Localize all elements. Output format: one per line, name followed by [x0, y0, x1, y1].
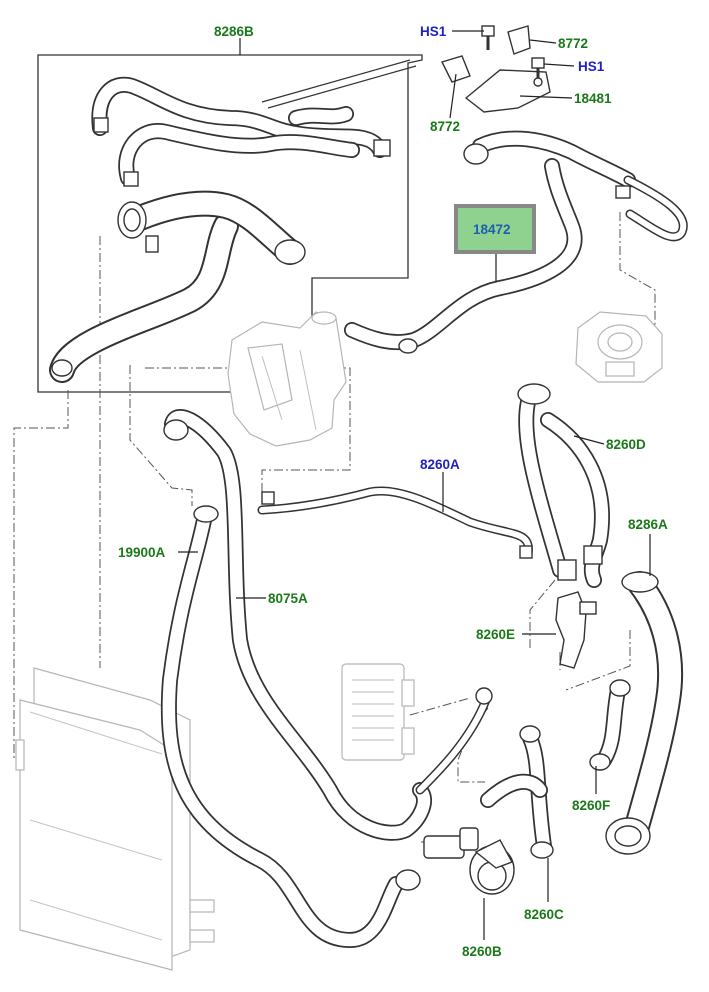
pipe-8260A[interactable]	[257, 486, 533, 559]
label-19900A[interactable]: 19900A	[118, 545, 166, 560]
hose-8260C[interactable]	[480, 725, 554, 859]
routing-dash-lines	[13, 212, 656, 843]
hose-group-frame	[37, 54, 423, 393]
thermostat-housing-ghost	[575, 311, 663, 383]
label-8260A[interactable]: 8260A	[420, 457, 460, 472]
bolt-hs1-right[interactable]	[531, 57, 545, 78]
hose-19900A[interactable]	[160, 505, 421, 948]
label-8772-left[interactable]: 8772	[430, 119, 460, 134]
label-8286B[interactable]: 8286B	[214, 24, 254, 39]
label-8260C[interactable]: 8260C	[524, 907, 564, 922]
leader-lines	[178, 30, 651, 940]
expansion-tank-ghost	[227, 311, 347, 447]
hose-8286A[interactable]	[605, 571, 684, 855]
radiator-ghost	[15, 667, 215, 971]
bracket-18481[interactable]	[464, 69, 551, 113]
label-8260F[interactable]: 8260F	[572, 798, 610, 813]
label-8772-top[interactable]: 8772	[558, 36, 588, 51]
hose-8075A[interactable]	[163, 409, 493, 841]
hose-8260F[interactable]	[589, 679, 631, 771]
connector-8260E[interactable]	[555, 591, 597, 669]
label-8260E[interactable]: 8260E	[476, 627, 515, 642]
valve-8260B[interactable]	[423, 827, 515, 895]
label-hs1-top[interactable]: HS1	[420, 24, 447, 39]
hose-8286B-assembly[interactable]	[49, 59, 417, 383]
label-18481[interactable]: 18481	[574, 91, 612, 106]
label-8075A[interactable]: 8075A	[268, 591, 308, 606]
label-18472[interactable]: 18472	[473, 222, 511, 237]
hose-18472[interactable]	[344, 130, 688, 354]
part-labels: 8286B HS1 8772 HS1 18481 8772 18472 8260…	[118, 24, 668, 959]
clip-8772-top[interactable]	[507, 25, 531, 55]
label-8260B[interactable]: 8260B	[462, 944, 502, 959]
label-hs1-right[interactable]: HS1	[578, 59, 605, 74]
oil-cooler-ghost	[341, 663, 415, 761]
hose-8260D[interactable]	[517, 383, 610, 588]
label-8260D[interactable]: 8260D	[606, 437, 646, 452]
highlight-box-18472	[454, 204, 536, 254]
bolt-hs1-top[interactable]	[481, 25, 495, 50]
label-8286A[interactable]: 8286A	[628, 517, 668, 532]
clip-8772-left[interactable]	[441, 55, 471, 83]
